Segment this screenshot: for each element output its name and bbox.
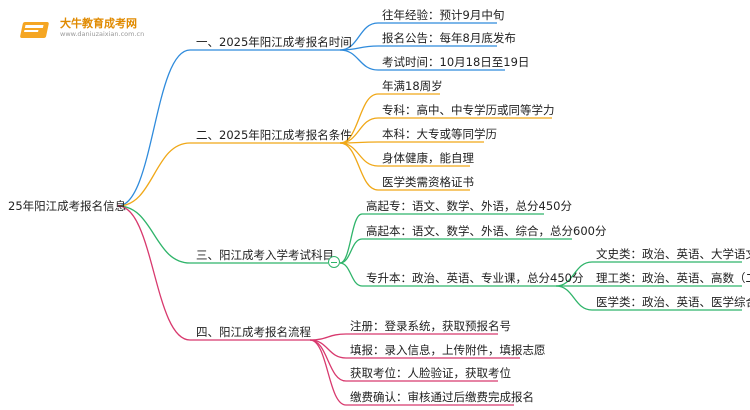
- link-root-branch-2: [117, 142, 191, 207]
- branch-3-item-3: 专升本：政治、英语、专业课，总分450分: [366, 271, 584, 285]
- link-branch-3-item-1: [339, 213, 363, 264]
- branch-4-item-1: 注册：登录系统，获取预报名号: [350, 319, 511, 333]
- branch-3-item-1: 高起专：语文、数学、外语，总分450分: [366, 199, 572, 213]
- branch-2-item-4: 身体健康，能自理: [382, 151, 474, 165]
- branch-2-item-5: 医学类需资格证书: [382, 175, 474, 189]
- link-branch-3-sub-1: [555, 261, 593, 287]
- root-topic: 25年阳江成考报名信息: [8, 199, 127, 213]
- branch-3-sub-1: 文史类：政治、英语、大学语文: [596, 247, 750, 261]
- logo-url: www.daniuzaixian.com.cn: [60, 30, 145, 38]
- link-branch-4-item-1: [309, 333, 347, 341]
- link-branch-4-item-4: [309, 339, 347, 406]
- branch-1-item-1: 往年经验：预计9月中旬: [382, 8, 505, 22]
- branch-2-item-2: 专科：高中、中专学历或同等学力: [382, 103, 555, 117]
- logo-title: 大牛教育成考网: [60, 17, 137, 30]
- link-branch-3-item-3: [339, 262, 363, 287]
- link-root-branch-4: [117, 205, 191, 341]
- logo-book-icon: [20, 22, 49, 38]
- branch-2-item-1: 年满18周岁: [382, 79, 443, 93]
- branch-4-item-3: 获取考位：人脸验证，获取考位: [350, 366, 511, 380]
- branch-2-label: 二、2025年阳江成考报名条件: [196, 128, 352, 142]
- branch-1-item-3: 考试时间：10月18日至19日: [382, 55, 530, 69]
- link-branch-3-sub-3: [555, 285, 593, 311]
- branch-4-item-4: 缴费确认：审核通过后缴费完成报名: [350, 390, 534, 404]
- link-root-branch-3: [117, 205, 191, 264]
- link-branch-1-item-3: [339, 49, 379, 71]
- branch-1-item-2: 报名公告：每年8月底发布: [382, 31, 516, 45]
- branch-3-item-2: 高起本：语文、数学、外语、综合，总分600分: [366, 224, 607, 238]
- link-root-branch-1: [117, 49, 191, 207]
- link-branch-2-item-5: [339, 142, 379, 191]
- branch-4-label: 四、阳江成考报名流程: [196, 325, 311, 339]
- branch-1-label: 一、2025年阳江成考报名时间: [196, 35, 352, 49]
- branch-4-item-2: 填报：录入信息，上传附件，填报志愿: [350, 343, 546, 357]
- branch-3-sub-2: 理工类：政治、英语、高数（二）: [596, 271, 750, 285]
- link-branch-2-item-4: [339, 142, 379, 167]
- link-branch-3-item-2: [339, 238, 363, 264]
- branch-2-item-3: 本科：大专或等同学历: [382, 127, 497, 141]
- collapse-toggle[interactable]: [328, 256, 340, 268]
- branch-3-sub-3: 医学类：政治、英语、医学综合: [596, 295, 750, 309]
- branch-3-label: 三、阳江成考入学考试科目: [196, 248, 334, 262]
- link-branch-2-item-2: [339, 117, 379, 144]
